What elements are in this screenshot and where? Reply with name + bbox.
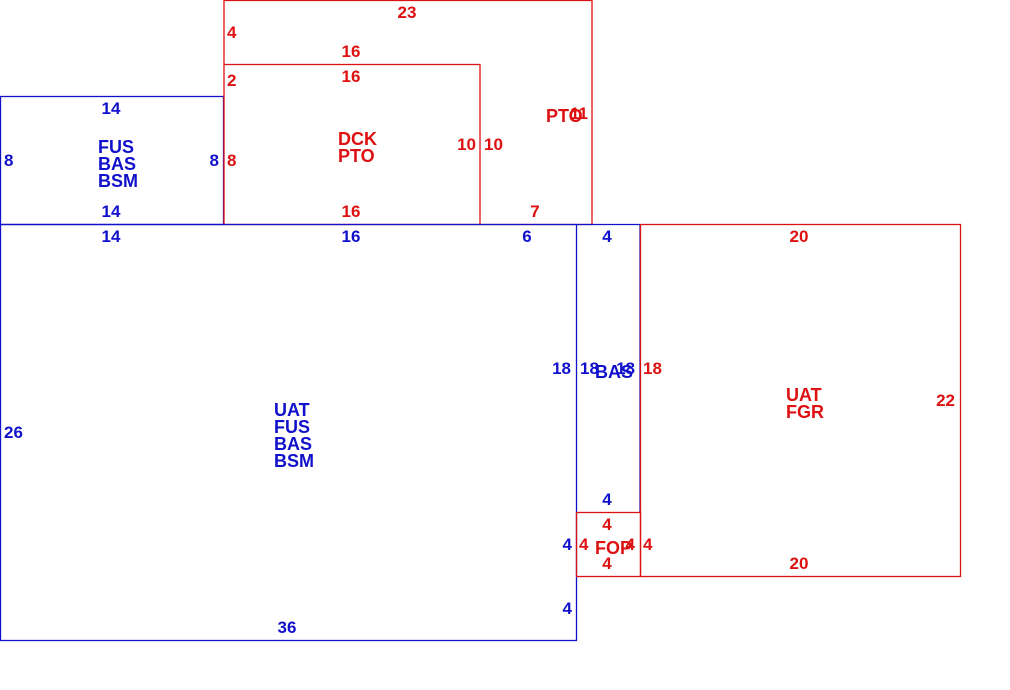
dim-top: 4 <box>602 227 612 246</box>
dim-bottom: 7 <box>530 202 539 221</box>
dim-right-lower: 4 <box>563 599 573 618</box>
room-fus-bas-bsm: 14 14 8 8 FUS BAS BSM <box>4 99 219 221</box>
room-label-line-2: BAS <box>98 154 136 174</box>
room-dck-pto: 16 16 8 2 10 DCK PTO <box>227 67 476 221</box>
dim-top: 20 <box>790 227 809 246</box>
room-label-line-1: DCK <box>338 129 377 149</box>
dim-left: 8 <box>227 151 236 170</box>
dim-top: 14 <box>102 99 121 118</box>
dim-right-overlap: 18 <box>616 359 635 378</box>
dim-top: 23 <box>398 3 417 22</box>
dim-left: 18 <box>580 359 599 378</box>
room-label-line-1: UAT <box>786 385 822 405</box>
room-uat-fgr: 20 18 22 20 UAT FGR <box>643 227 955 573</box>
room-pto: 23 16 4 10 7 PTO 11 <box>227 3 588 221</box>
room-pto-wall <box>223 0 593 226</box>
room-main-uat-outline <box>0 223 578 642</box>
dim-right-overlap: 4 <box>626 535 636 554</box>
room-label-line-2: FGR <box>786 402 824 422</box>
dim-top-left: 14 <box>102 227 121 246</box>
dim-top-right: 6 <box>522 227 531 246</box>
room-pto-outline <box>223 0 593 226</box>
room-uat-fgr-wall <box>639 223 962 578</box>
dim-left-upper: 4 <box>227 23 237 42</box>
room-label-line-1: FUS <box>98 137 134 157</box>
room-label-line-4: BSM <box>274 451 314 471</box>
room-label: FOP <box>595 538 632 558</box>
dim-left-upper: 2 <box>227 71 236 90</box>
dim-right: 18 <box>552 359 571 378</box>
dim-right-overlap: 11 <box>570 104 588 123</box>
dim-left: 8 <box>4 151 13 170</box>
dim-bottom: 4 <box>602 490 612 509</box>
room-main-uat: 14 16 6 26 18 4 4 36 UAT FUS BAS BSM <box>4 227 573 637</box>
room-fop: 4 4 4 4 4 FOP <box>579 515 653 573</box>
room-label-line-3: BAS <box>274 434 312 454</box>
dim-top: 16 <box>342 67 361 86</box>
dim-bottom: 20 <box>790 554 809 573</box>
room-label-line-1: UAT <box>274 400 310 420</box>
room-label: BAS <box>595 362 633 382</box>
room-main-uat-wall <box>0 223 578 642</box>
dim-right-lower-upper: 4 <box>563 535 573 554</box>
dim-right: 22 <box>936 391 955 410</box>
dim-bottom: 4 <box>602 554 612 573</box>
dim-left: 10 <box>484 135 503 154</box>
dim-left: 4 <box>579 535 589 554</box>
dim-right: 4 <box>643 535 653 554</box>
dim-bottom-upper: 16 <box>342 42 361 61</box>
dim-right: 8 <box>210 151 219 170</box>
room-label-line-2: PTO <box>338 146 375 166</box>
dim-top: 4 <box>602 515 612 534</box>
room-label-line-2: FUS <box>274 417 310 437</box>
dim-top: 16 <box>342 227 361 246</box>
dim-bottom: 14 <box>102 202 121 221</box>
room-uat-fgr-outline <box>639 223 962 578</box>
room-label: PTO <box>546 106 583 126</box>
room-bas: 4 18 4 18 BAS <box>580 227 635 509</box>
dim-left: 26 <box>4 423 23 442</box>
dim-bottom: 16 <box>342 202 361 221</box>
dim-left: 18 <box>643 359 662 378</box>
dim-bottom: 36 <box>278 618 297 637</box>
room-label-line-3: BSM <box>98 171 138 191</box>
dim-right: 10 <box>457 135 476 154</box>
